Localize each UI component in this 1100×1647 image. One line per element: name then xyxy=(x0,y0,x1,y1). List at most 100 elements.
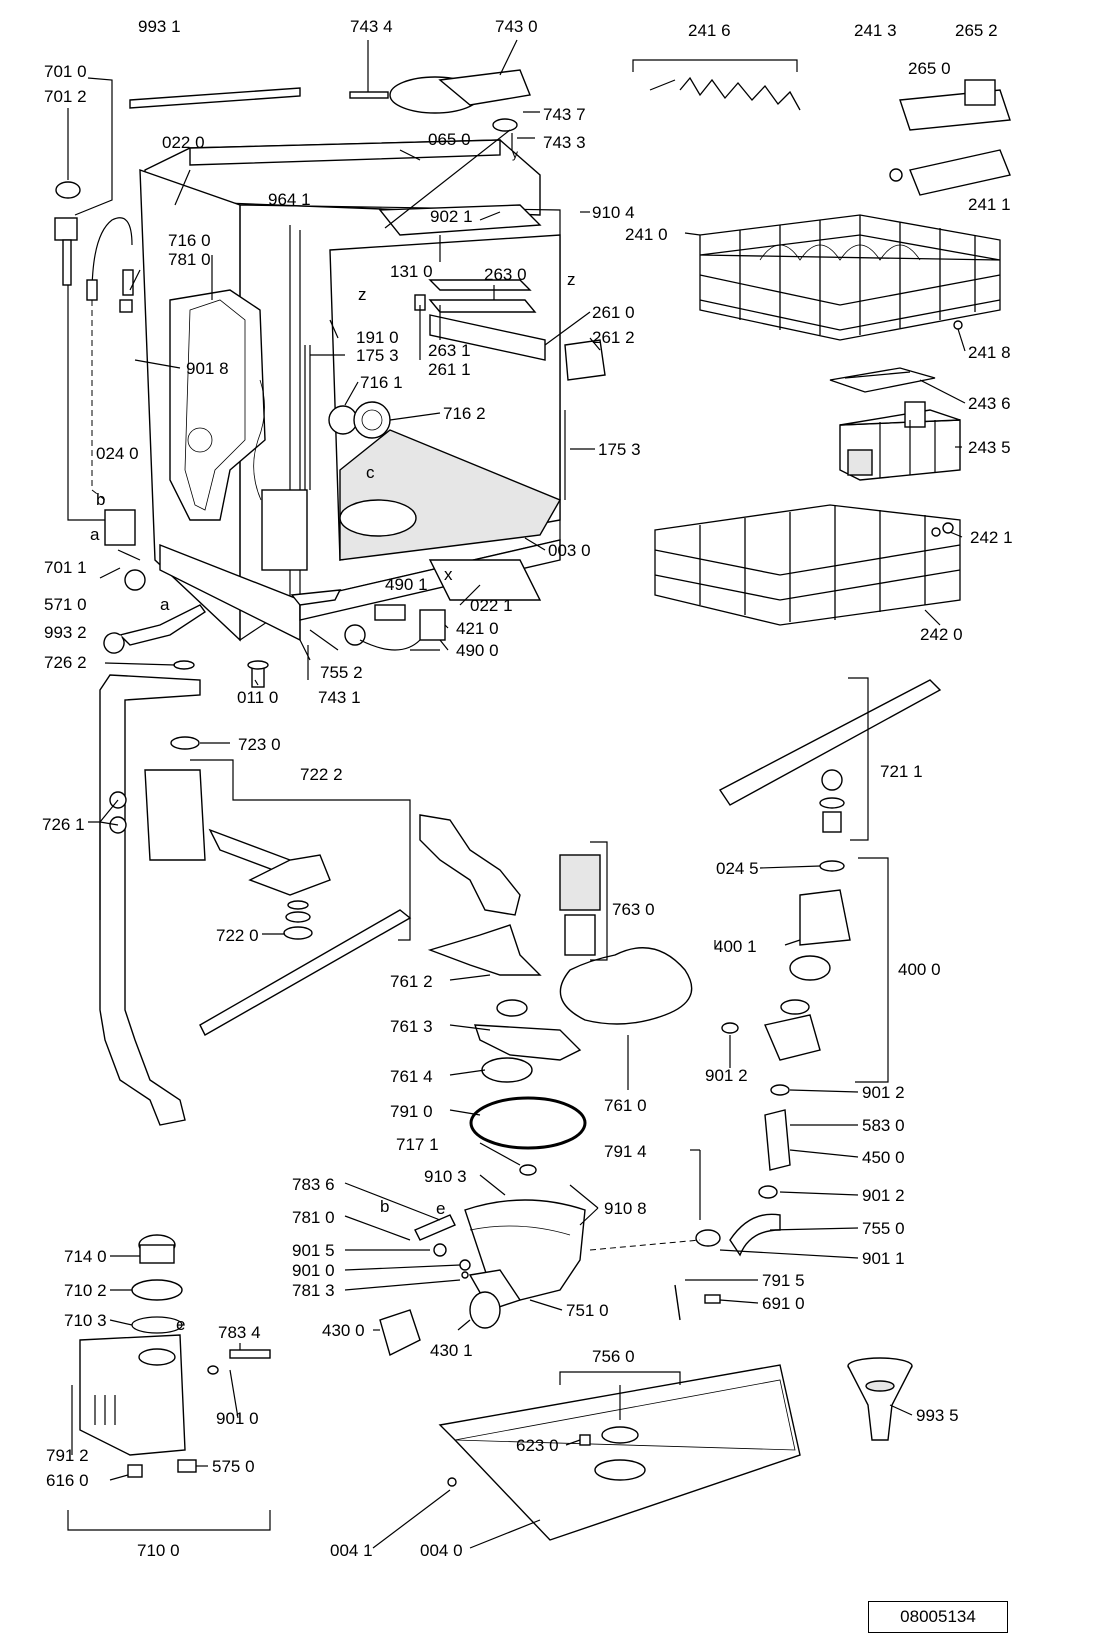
callout-751-0: 751 0 xyxy=(566,1301,609,1320)
callout-024-5: 024 5 xyxy=(716,859,759,878)
callout-265-0: 265 0 xyxy=(908,59,951,78)
callout-490-1: 490 1 xyxy=(385,575,428,594)
callout-761-3: 761 3 xyxy=(390,1017,433,1036)
callout-701-0: 701 0 xyxy=(44,62,87,81)
left-hoses xyxy=(54,181,269,688)
drawing-number-box: 08005134 xyxy=(868,1601,1008,1633)
callout-722-2: 722 2 xyxy=(300,765,343,784)
marker-b-upper: b xyxy=(96,490,105,509)
callout-781-0b: 781 0 xyxy=(292,1208,335,1227)
callout-022-1: 022 1 xyxy=(470,596,513,615)
callout-743-7: 743 7 xyxy=(543,105,586,124)
callout-993-5: 993 5 xyxy=(916,1406,959,1425)
callout-400-0: 400 0 xyxy=(898,960,941,979)
callout-490-0: 490 0 xyxy=(456,641,499,660)
callout-265-2: 265 2 xyxy=(955,21,998,40)
callout-710-0: 710 0 xyxy=(137,1541,180,1560)
leader-lines xyxy=(67,39,966,1549)
callout-575-0: 575 0 xyxy=(212,1457,255,1476)
callout-783-6: 783 6 xyxy=(292,1175,335,1194)
callout-901-0a: 901 0 xyxy=(292,1261,335,1280)
callout-791-2: 791 2 xyxy=(46,1446,89,1465)
callout-065-0: 065 0 xyxy=(428,130,471,149)
callout-743-3: 743 3 xyxy=(543,133,586,152)
callout-616-0: 616 0 xyxy=(46,1471,89,1490)
callout-743-0: 743 0 xyxy=(495,17,538,36)
callout-783-4: 783 4 xyxy=(218,1323,261,1342)
callout-781-0: 781 0 xyxy=(168,250,211,269)
callout-701-2: 701 2 xyxy=(44,87,87,106)
inlet-hose-parts xyxy=(379,1214,721,1357)
callout-004-1: 004 1 xyxy=(330,1541,373,1560)
top-parts xyxy=(129,69,531,150)
callout-571-0: 571 0 xyxy=(44,595,87,614)
callout-756-0: 756 0 xyxy=(592,1347,635,1366)
marker-e-hose: e xyxy=(436,1199,445,1218)
callout-755-0: 755 0 xyxy=(862,1219,905,1238)
callout-726-1: 726 1 xyxy=(42,815,85,834)
callout-717-1: 717 1 xyxy=(396,1135,439,1154)
callout-421-0: 421 0 xyxy=(456,619,499,638)
filter-and-sump xyxy=(419,814,693,1311)
callout-400-1: 400 1 xyxy=(714,937,757,956)
callout-430-1: 430 1 xyxy=(430,1341,473,1360)
callout-191-0: 191 0 xyxy=(356,328,399,347)
callout-723-0: 723 0 xyxy=(238,735,281,754)
callout-791-5: 791 5 xyxy=(762,1271,805,1290)
callout-261-2: 261 2 xyxy=(592,328,635,347)
callout-241-6: 241 6 xyxy=(688,21,731,40)
lower-basket xyxy=(654,504,961,626)
marker-z-left: z xyxy=(358,285,367,304)
callout-781-3: 781 3 xyxy=(292,1281,335,1300)
callout-011-0: 011 0 xyxy=(237,688,278,707)
upper-basket xyxy=(699,214,1001,341)
callout-901-2c: 901 2 xyxy=(862,1186,905,1205)
callout-241-1: 241 1 xyxy=(968,195,1011,214)
callout-901-2b: 901 2 xyxy=(862,1083,905,1102)
lower-spray-arm-assembly xyxy=(199,828,412,1036)
callout-716-2: 716 2 xyxy=(443,404,486,423)
callout-241-0: 241 0 xyxy=(625,225,668,244)
callout-241-3: 241 3 xyxy=(854,21,897,40)
callout-022-0: 022 0 xyxy=(162,133,205,152)
drain-pump-and-motor xyxy=(589,860,851,1257)
callout-623-0: 623 0 xyxy=(516,1436,559,1455)
callout-901-2a: 901 2 xyxy=(705,1066,748,1085)
water-softener xyxy=(79,1234,271,1478)
callout-722-0: 722 0 xyxy=(216,926,259,945)
upper-spray-arm xyxy=(718,679,942,833)
callout-261-1: 261 1 xyxy=(428,360,471,379)
callout-243-6: 243 6 xyxy=(968,394,1011,413)
marker-a-upper: a xyxy=(90,525,100,544)
marker-y: y xyxy=(512,147,518,161)
marker-b-lower: b xyxy=(380,1197,389,1216)
cabinet-frame xyxy=(139,139,606,642)
supply-pipe xyxy=(99,660,206,1126)
base-plate xyxy=(438,1364,801,1541)
callout-761-0: 761 0 xyxy=(604,1096,647,1115)
callout-910-3: 910 3 xyxy=(424,1167,467,1186)
callout-131-0: 131 0 xyxy=(390,262,433,281)
callout-901-1: 901 1 xyxy=(862,1249,905,1268)
callout-691-0: 691 0 xyxy=(762,1294,805,1313)
callout-716-1: 716 1 xyxy=(360,373,403,392)
callout-743-4: 743 4 xyxy=(350,17,393,36)
callout-243-5: 243 5 xyxy=(968,438,1011,457)
callout-964-1: 964 1 xyxy=(268,190,311,209)
callout-701-1: 701 1 xyxy=(44,558,87,577)
callout-910-4: 910 4 xyxy=(592,203,635,222)
marker-z-right: z xyxy=(567,270,576,289)
callout-791-4: 791 4 xyxy=(604,1142,647,1161)
rack-accessories xyxy=(649,76,1011,196)
marker-c: c xyxy=(366,463,375,482)
callout-175-3b: 175 3 xyxy=(598,440,641,459)
callout-004-0: 004 0 xyxy=(420,1541,463,1560)
callout-761-4: 761 4 xyxy=(390,1067,433,1086)
callout-450-0: 450 0 xyxy=(862,1148,905,1167)
connection-markers: z z y b a c x a b e e xyxy=(90,147,576,1334)
cutlery-basket xyxy=(829,367,961,481)
callout-743-1: 743 1 xyxy=(318,688,361,707)
callout-263-0: 263 0 xyxy=(484,265,527,284)
callout-791-0: 791 0 xyxy=(390,1102,433,1121)
callout-993-2: 993 2 xyxy=(44,623,87,642)
